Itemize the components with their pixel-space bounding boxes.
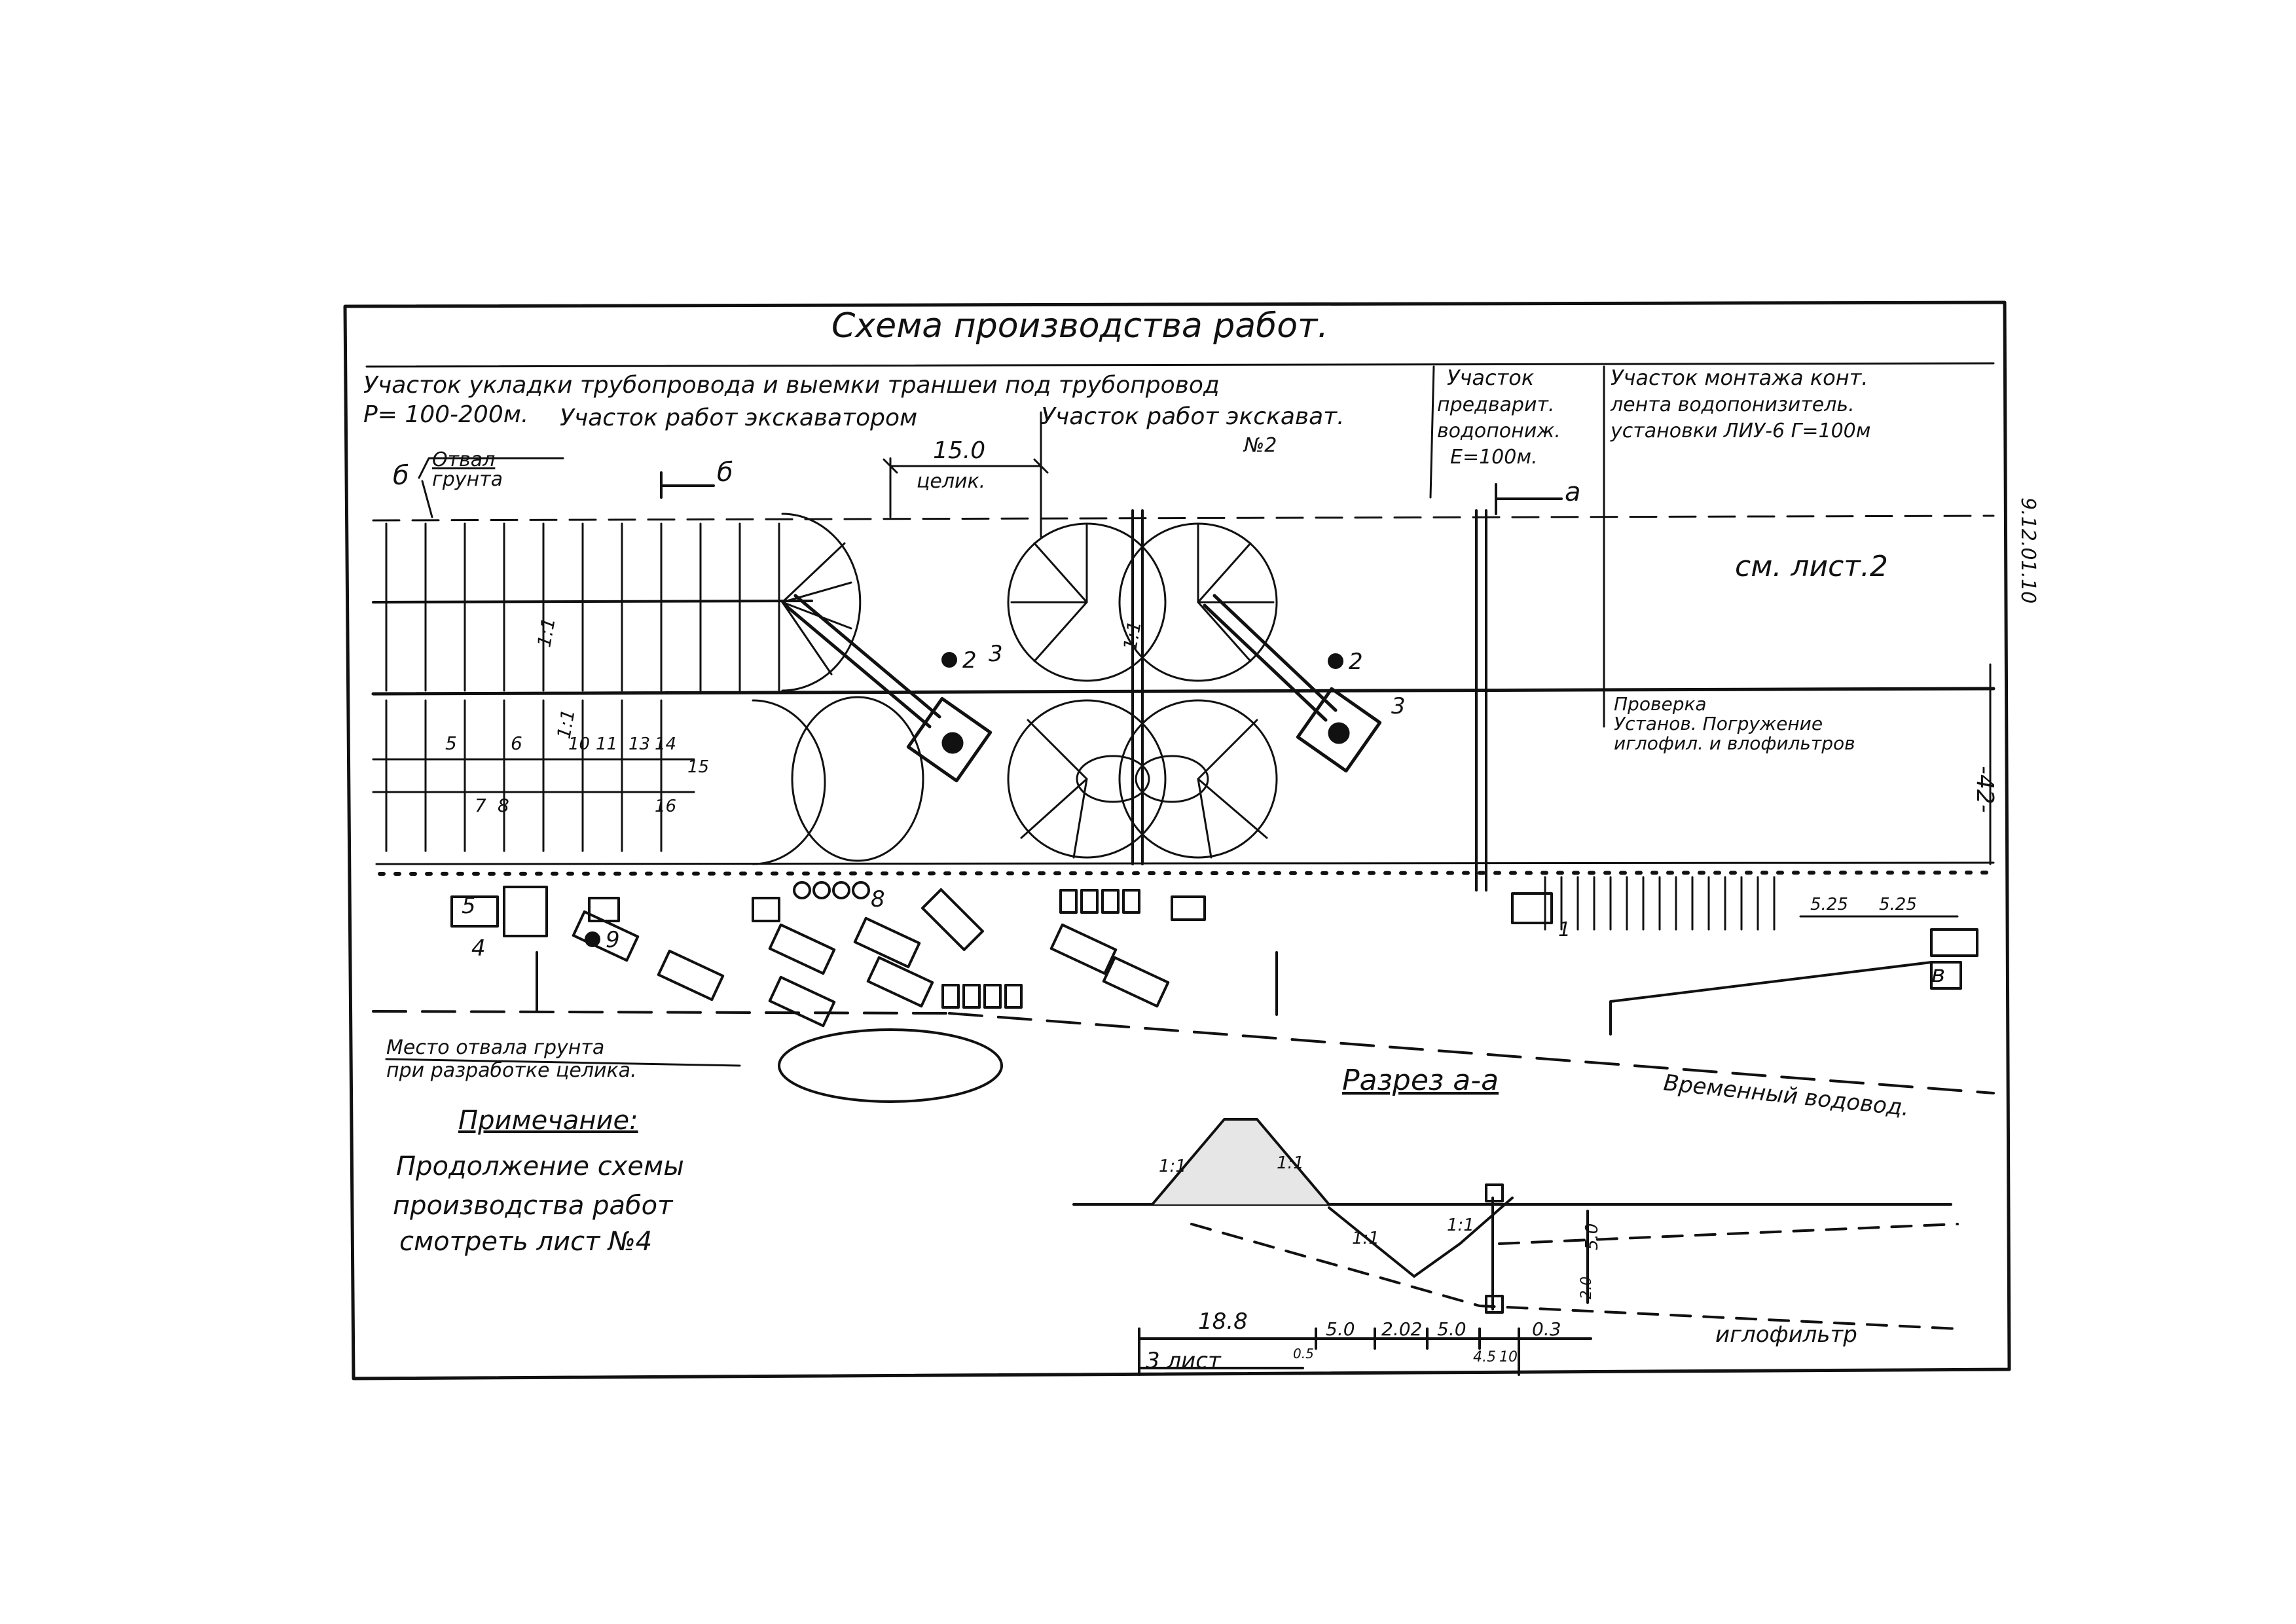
check-label-1: Проверка (1614, 693, 1707, 715)
ref-b-label: в (1931, 961, 1945, 988)
ref-6: 6 (511, 732, 522, 754)
ref-1: 1 (1558, 918, 1571, 941)
check-label-2: Установ. Погружение (1614, 713, 1823, 734)
slope-3: 1:1 (1119, 619, 1145, 652)
ref-14: 14 (655, 734, 676, 754)
ref-9: 9 (606, 927, 620, 953)
ref-markers: 2 3 2 3 5 6 7 8 10 11 13 14 15 16 8 9 5 … (445, 616, 1945, 988)
section-sheet-ref: 3 лист (1146, 1348, 1222, 1374)
ref-7: 7 (475, 795, 486, 816)
ref-5: 5 (445, 732, 457, 754)
otval-label-2: грунта (432, 468, 503, 491)
note-line-2: производства работ (393, 1191, 674, 1221)
ref-10: 10 (568, 734, 590, 754)
note-heading: Примечание: (458, 1106, 638, 1136)
ref-4: 4 (471, 935, 486, 962)
section-slope-3: 1:1 (1352, 1229, 1379, 1248)
heading-predv-3: водопониж. (1437, 420, 1561, 442)
section-dim-1: 18.8 (1198, 1308, 1248, 1335)
equipment-blocks (450, 881, 1978, 1028)
note-line-3: смотреть лист №4 (399, 1227, 652, 1257)
soil-place-1: Место отвала грунта (386, 1036, 604, 1059)
heading-excavator-2: Участок работ экскават. (1041, 403, 1345, 430)
ref-2a: 2 (962, 647, 977, 674)
heading-pipe-section: Участок укладки трубопровода и выемки тр… (363, 372, 1220, 399)
slope-1: 1:1 (533, 616, 559, 649)
dim-525-b: 5.25 (1879, 895, 1917, 914)
ref-3a: 3 (989, 641, 1003, 667)
check-label-3: иглофил. и влофильтров (1614, 732, 1855, 754)
drawing-title: Схема производства работ. (831, 306, 1328, 346)
ref-11: 11 (596, 734, 617, 754)
see-sheet-2: см. лист.2 (1735, 550, 1888, 583)
section-dim-3: 2.02 (1381, 1318, 1422, 1340)
section-slope-1: 1:1 (1159, 1157, 1186, 1176)
otval-label-1: Отвал (432, 448, 495, 471)
section-slope-2: 1:1 (1277, 1153, 1304, 1173)
ref-8b: 8 (871, 886, 885, 912)
ref-15: 15 (687, 757, 709, 777)
heading-pipe-length: Р= 100-200м. (363, 401, 528, 428)
heading-predv-2: предварит. (1437, 393, 1554, 416)
slope-2: 1:1 (553, 708, 579, 740)
section-aa-drawing (1072, 1118, 1959, 1376)
arrow-b-label: б (717, 458, 733, 488)
section-igl-label: иглофильтр (1715, 1322, 1857, 1348)
otval-leader (418, 457, 564, 518)
drawing-frame (343, 300, 2011, 1380)
section-dim-4: 5.0 (1437, 1318, 1467, 1340)
section-dim-2: 5.0 (1326, 1318, 1355, 1340)
section-small-dim-1: 0.5 (1293, 1346, 1314, 1362)
soil-dump-area (778, 1028, 1003, 1103)
dim-525-a: 5.25 (1810, 895, 1848, 914)
section-mark-b: б (393, 461, 409, 491)
section-dividers (889, 365, 1605, 728)
section-slope-4: 1:1 (1447, 1216, 1474, 1235)
section-arrows (660, 471, 1563, 515)
pipe-verticals (1131, 509, 1487, 892)
wellpoint-ticks (1544, 876, 1959, 931)
arrow-a-label: а (1565, 477, 1581, 507)
soil-place-leader (385, 1058, 741, 1067)
excavator-booms (784, 594, 1382, 783)
tselik-label: целик. (917, 470, 985, 493)
heading-predv-4: Е=100м. (1450, 446, 1538, 469)
ref-16: 16 (655, 797, 676, 816)
section-dim-v2: 2.0 (1578, 1276, 1595, 1299)
ref-5b: 5 (462, 893, 476, 919)
heading-excavator-1: Участок работ экскаватором (560, 405, 917, 431)
sheet-code: 9.12.01.10 (2016, 497, 2039, 604)
ref-13: 13 (629, 734, 650, 754)
ref-3b: 3 (1391, 693, 1406, 719)
ref-8a: 8 (498, 795, 509, 816)
ref-2b: 2 (1349, 649, 1363, 675)
temporary-water-main (372, 951, 1995, 1094)
dim-15: 15.0 (933, 437, 985, 464)
dim-15-marker (883, 458, 1049, 474)
heading-mont-3: установки ЛИУ-6 Г=100м (1610, 420, 1870, 442)
trench-plan (371, 514, 1995, 852)
excavator-swing-areas (752, 513, 1278, 865)
heading-excavator-2-no: №2 (1243, 434, 1277, 457)
ground-line-plan (375, 861, 1995, 876)
section-dim-5: 0.3 (1532, 1318, 1561, 1340)
heading-mont-2: лента водопонизитель. (1610, 393, 1855, 416)
dim-42: -42- (1971, 766, 1998, 813)
section-small-dim-2: 4.5 (1473, 1349, 1496, 1365)
note-line-1: Продолжение схемы (396, 1151, 684, 1182)
heading-mont-1: Участок монтажа конт. (1611, 365, 1868, 390)
section-aa-title: Разрез а-а (1342, 1064, 1499, 1097)
heading-predv-1: Участок (1447, 365, 1535, 390)
section-dim-v1: 5.0 (1582, 1223, 1602, 1250)
section-small-dim-3: 10. (1499, 1349, 1522, 1365)
